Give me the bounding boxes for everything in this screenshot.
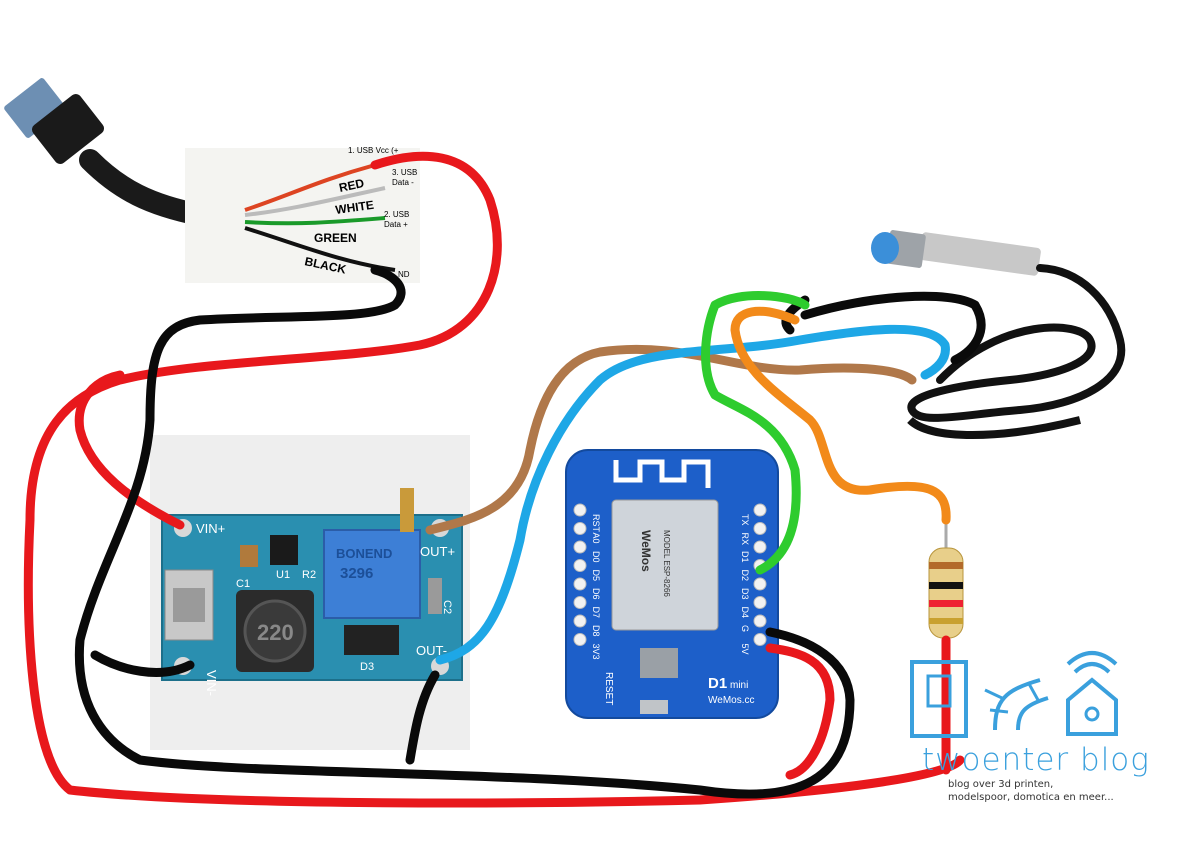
red-wire-vin [74, 370, 185, 530]
board-site: WeMos.cc [708, 695, 755, 706]
usb-wire-pinout: 1. USB Vcc (+ 3. USB Data - 2. USB Data … [185, 146, 420, 283]
left-pin-label: D6 [591, 588, 601, 600]
right-pin-hole [753, 614, 767, 628]
left-pin-label: D0 [591, 551, 601, 563]
blog-title: twoenter blog [922, 742, 1150, 778]
left-pin-label: D5 [591, 570, 601, 582]
right-pin-hole [753, 522, 767, 535]
usb-pin1-label: 1. USB Vcc (+ [348, 146, 399, 155]
left-pin-hole [573, 614, 587, 628]
right-pin-hole [753, 633, 767, 646]
boost-vin-plus-label: VIN+ [196, 521, 225, 536]
left-pin-hole [573, 503, 587, 517]
left-pin-label: 3V3 [591, 644, 601, 660]
pot-brand: BONEND [336, 546, 392, 561]
board-name: D1 [708, 675, 727, 692]
right-pin-hole [753, 540, 767, 554]
boost-converter: 220 BONEND 3296 VIN+ VIN- OUT+ OUT- C1 U… [150, 435, 470, 750]
inductive-sensor [871, 230, 1126, 439]
usb-green-label: GREEN [314, 231, 357, 245]
right-pin-label: D1 [740, 551, 750, 563]
left-pin-hole [573, 522, 587, 535]
red-wire-5v [765, 643, 835, 780]
green-wire [701, 291, 810, 575]
orange-wire [730, 306, 951, 525]
blog-logo [910, 651, 1118, 738]
inductor-label: 220 [257, 620, 294, 645]
usb-gnd-label: ND [398, 270, 410, 279]
rail-track-icon [984, 678, 1049, 731]
usb-red-label: RED [338, 176, 366, 195]
black-wire-usb [74, 265, 855, 799]
red-wire-usb [23, 151, 965, 808]
reset-label: RESET [603, 672, 614, 705]
brown-wire [425, 344, 917, 535]
left-pin-hole [573, 596, 587, 609]
left-pin-label: RST [591, 514, 601, 533]
boost-c2-label: C2 [441, 600, 453, 614]
board-sub: mini [730, 680, 748, 691]
right-pin-hole [753, 503, 767, 517]
black-wire-vin [90, 650, 195, 677]
boost-d3-label: D3 [360, 661, 374, 673]
right-pin-label: G [740, 625, 750, 632]
wires [23, 151, 986, 808]
left-pin-hole [573, 540, 587, 554]
blue-wire [435, 324, 950, 665]
left-pin-label: A0 [591, 533, 601, 544]
right-pin-hole [753, 596, 767, 609]
usb-pin3b-label: Data - [392, 178, 414, 187]
usb-pin3-label: 3. USB [392, 168, 417, 177]
usb-pin2b-label: Data + [384, 220, 408, 229]
right-pin-label: D2 [740, 570, 750, 582]
boost-out-plus-label: OUT+ [420, 544, 455, 559]
boost-u1-label: U1 [276, 569, 290, 581]
right-pin-hole [753, 577, 767, 591]
module-model: MODEL ESP-8266 [662, 530, 671, 597]
pot-model: 3296 [340, 565, 373, 582]
right-pin-label: D3 [740, 588, 750, 600]
wemos-d1-mini: WeMos MODEL ESP-8266 D1 mini WeMos.cc RE… [565, 449, 779, 719]
module-brand: WeMos [639, 530, 653, 572]
right-pin-label: D4 [740, 607, 750, 619]
smart-home-icon [1066, 651, 1118, 736]
black-wire-out [405, 670, 440, 765]
boost-vin-minus-label: VIN- [204, 670, 219, 696]
usb-white-label: WHITE [334, 198, 374, 217]
left-pin-hole [573, 559, 587, 572]
blog-subtitle: blog over 3d printen, modelspoor, domoti… [948, 779, 1114, 803]
right-pin-label: TX [740, 514, 750, 526]
boost-r2-label: R2 [302, 569, 316, 581]
right-pin-label: RX [740, 533, 750, 546]
boost-c1-label: C1 [236, 578, 250, 590]
right-pin-label: 5V [740, 644, 750, 655]
resistor [928, 520, 964, 639]
black-wire-sensor [800, 291, 986, 365]
usb-pin2-label: 2. USB [384, 210, 409, 219]
left-pin-hole [573, 633, 587, 646]
boost-out-minus-label: OUT- [416, 643, 447, 658]
left-pin-label: D7 [591, 607, 601, 619]
left-pin-label: D8 [591, 625, 601, 637]
3d-printer-icon [910, 660, 968, 738]
left-pin-hole [573, 577, 587, 591]
